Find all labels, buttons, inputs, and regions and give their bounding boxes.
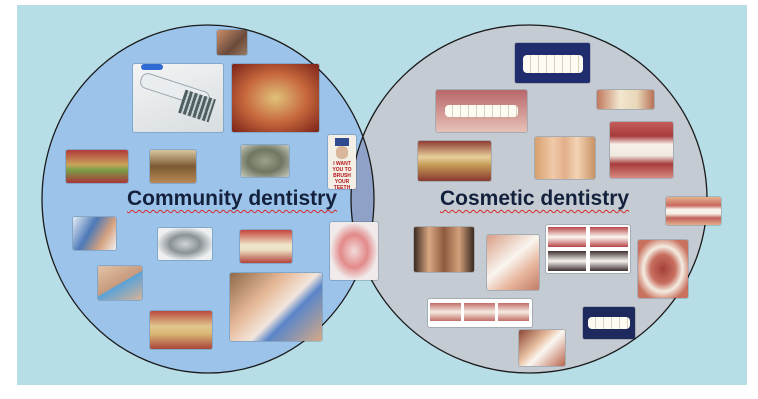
teeth-whitening-grid-photo (546, 225, 630, 273)
wide-smile-photo (610, 122, 673, 178)
girl-brushing-photo (230, 273, 322, 341)
brush-your-teeth-poster: I WANT YOU TO BRUSH YOUR TEETH (328, 135, 356, 189)
cosmetic-dentistry-label: Cosmetic dentistry (440, 187, 630, 210)
crowns-photo (583, 307, 635, 339)
white-smile-closeup-photo (487, 235, 539, 290)
dentures-photo (330, 222, 378, 280)
poster-text: I WANT YOU TO BRUSH YOUR TEETH (332, 161, 352, 189)
front-teeth-photo (597, 90, 654, 109)
brushing-hand-photo (98, 266, 142, 300)
braces-model-photo (158, 228, 212, 260)
dental-arch-photo (638, 240, 688, 298)
yellowed-teeth-photo (150, 311, 212, 349)
community-dentistry-label: Community dentistry (127, 187, 338, 210)
child-dentist-photo (73, 217, 116, 250)
veneers-photo (515, 43, 590, 83)
dental-mold-photo (241, 145, 289, 177)
gold-crown-photo (418, 141, 491, 181)
rotten-teeth-photo (150, 150, 196, 183)
lips-smile-photo (666, 197, 721, 225)
laughing-smile-photo (519, 330, 565, 366)
community-circle-outline (41, 24, 375, 374)
smiling-women-photo (535, 137, 595, 179)
green-stained-teeth-photo (66, 150, 128, 183)
smile-comparison-strip-photo (428, 299, 532, 327)
twin-portrait-photo (414, 227, 474, 272)
children-photo (217, 30, 247, 55)
toothbrush-photo (133, 64, 223, 132)
crowded-teeth-photo (240, 230, 292, 263)
smile-before-after-photo (436, 90, 527, 132)
decayed-teeth-photo (232, 64, 319, 132)
